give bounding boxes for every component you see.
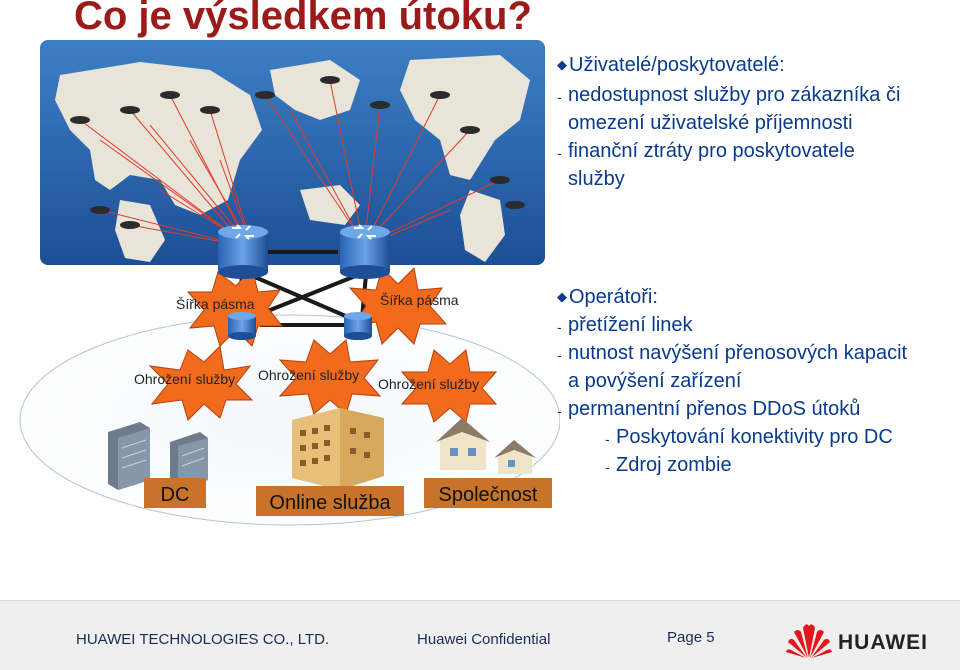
bandwidth-label-right: Šířka pásma: [380, 292, 459, 308]
footer-company: HUAWEI TECHNOLOGIES CO., LTD.: [76, 631, 329, 648]
svg-text:Online služba: Online služba: [269, 492, 391, 514]
operators-heading: ◆Operátoři:: [557, 284, 957, 310]
target-label-online: Online služba: [256, 486, 404, 516]
threat-label-company: Ohrožení služby: [378, 376, 479, 392]
access-router-left: [228, 312, 256, 340]
diamond-bullet-icon: ◆: [557, 57, 567, 72]
users-item: - nedostupnost služby pro zákazníka či o…: [557, 81, 957, 137]
world-map: [40, 40, 545, 265]
users-heading: ◆Uživatelé/poskytovatelé:: [557, 52, 957, 78]
huawei-logo-text: HUAWEI: [838, 631, 928, 655]
footer: HUAWEI TECHNOLOGIES CO., LTD. Huawei Con…: [0, 600, 960, 670]
online-service-building: [292, 408, 384, 490]
threat-label-dc: Ohrožení služby: [134, 371, 235, 387]
diamond-bullet-icon: ◆: [557, 289, 567, 304]
operators-subitem: - Poskytování konektivity pro DC: [557, 423, 957, 451]
target-label-company: Společnost: [424, 478, 552, 508]
huawei-logo-icon: [786, 620, 832, 660]
access-router-right: [344, 312, 372, 340]
core-router-left: [218, 225, 268, 279]
operators-item: - nutnost navýšení přenosových kapacit a…: [557, 339, 957, 395]
operators-item: - přetížení linek: [557, 311, 957, 339]
core-router-right: [340, 225, 390, 279]
operators-section: ◆Operátoři: - přetížení linek - nutnost …: [557, 284, 957, 479]
target-label-dc: DC: [144, 478, 206, 508]
svg-text:Společnost: Společnost: [439, 484, 538, 506]
users-section: ◆Uživatelé/poskytovatelé: - nedostupnost…: [557, 52, 957, 193]
threat-label-online: Ohrožení služby: [258, 367, 359, 383]
operators-item: - permanentní přenos DDoS útoků: [557, 395, 957, 423]
page-number: Page 5: [667, 629, 715, 646]
attack-diagram: Šířka pásma Šířka pásma Ohrožení služby …: [0, 0, 560, 530]
operators-subitem: - Zdroj zombie: [557, 451, 957, 479]
svg-text:DC: DC: [161, 484, 190, 506]
bandwidth-label-left: Šířka pásma: [176, 296, 255, 312]
footer-confidential: Huawei Confidential: [417, 631, 550, 648]
users-item: - finanční ztráty pro poskytovatele služ…: [557, 137, 957, 193]
